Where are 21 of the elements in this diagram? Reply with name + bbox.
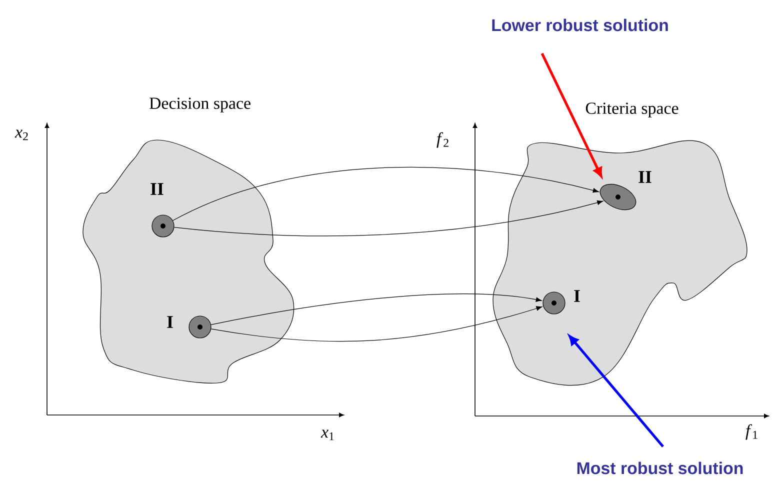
- axis-label: f$_{1}$: [746, 424, 758, 440]
- arrow: [210, 294, 542, 325]
- pointer-arrow: [540, 52, 602, 177]
- axis-label: x$_{2}$: [14, 130, 28, 140]
- arrow: [174, 200, 604, 236]
- circle-marker: [542, 292, 566, 314]
- axis-label: x$_{1}$: [320, 430, 334, 440]
- point-label: I: [167, 316, 173, 328]
- circle-marker: [188, 316, 212, 338]
- arrow: [210, 306, 542, 342]
- axis-label: f$_{2}$: [436, 132, 448, 148]
- point-label: I: [574, 290, 580, 302]
- point-label: II: [150, 183, 164, 195]
- point-label: II: [638, 171, 652, 183]
- callout-text: Lower robust solution: [492, 18, 668, 32]
- node-label: Criteria space: [586, 102, 678, 118]
- pointer-arrow: [568, 335, 664, 448]
- arrow: [172, 167, 599, 221]
- circle-marker: [152, 214, 174, 238]
- node-label: Decision space: [149, 98, 250, 112]
- callout-text: Most robust solution: [577, 462, 743, 474]
